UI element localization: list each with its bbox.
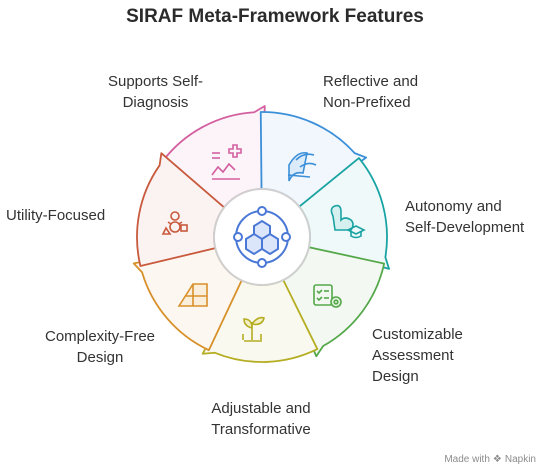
label-line: Transformative	[211, 421, 311, 438]
flexed-arm-graduation-cap-icon	[330, 204, 366, 239]
label-line: Assessment	[372, 347, 454, 364]
books-icon	[287, 151, 317, 182]
label-line: Adjustable and	[211, 400, 311, 417]
label-line: Diagnosis	[122, 94, 189, 111]
label-line: Customizable	[372, 326, 463, 343]
label-line: Design	[372, 368, 419, 385]
label-line: Self-Development	[405, 219, 525, 236]
label-line: Supports Self-	[107, 73, 204, 90]
label-complexity-free-design: Complexity-Free Design	[30, 326, 170, 368]
label-line: Reflective and	[323, 73, 419, 90]
shapes-utility-icon	[161, 211, 188, 235]
label-supports-self-diagnosis: Supports Self- Diagnosis	[93, 71, 218, 113]
napkin-watermark: Made with ❖ Napkin	[444, 454, 536, 465]
napkin-logo-icon: ❖	[492, 454, 502, 465]
diagnosis-chart-icon	[211, 144, 242, 180]
label-adjustable-transformative: Adjustable and Transformative	[196, 398, 326, 440]
napkin-brand-text: Napkin	[504, 454, 536, 465]
checklist-gear-icon	[313, 284, 342, 308]
label-line: Utility-Focused	[6, 207, 106, 224]
hexagon-network-icon	[233, 206, 291, 268]
made-with-text: Made with	[444, 454, 490, 465]
label-autonomy-self-development: Autonomy and Self-Development	[405, 196, 545, 238]
label-line: Design	[76, 349, 124, 366]
pyramid-layers-icon	[177, 283, 208, 307]
label-reflective-non-prefixed: Reflective and Non-Prefixed	[323, 71, 433, 113]
growing-plant-icon	[242, 316, 265, 342]
label-line: Non-Prefixed	[323, 94, 411, 111]
label-line: Complexity-Free	[44, 328, 156, 345]
label-customizable-assessment-design: Customizable Assessment Design	[372, 324, 492, 387]
label-line: Autonomy and	[405, 198, 502, 215]
page-title: SIRAF Meta-Framework Features	[126, 6, 424, 27]
label-utility-focused: Utility-Focused	[6, 205, 126, 226]
